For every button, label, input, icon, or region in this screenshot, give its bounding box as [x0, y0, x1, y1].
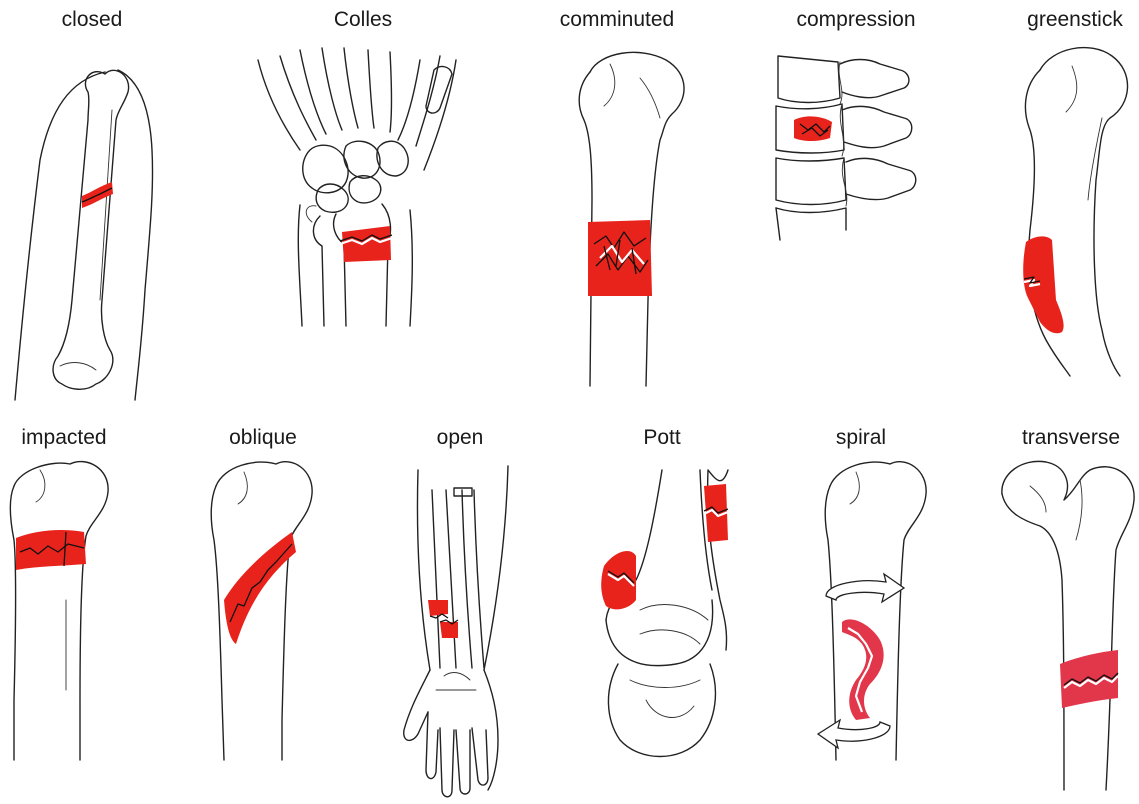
transverse-fracture-illustration	[0, 0, 1139, 804]
